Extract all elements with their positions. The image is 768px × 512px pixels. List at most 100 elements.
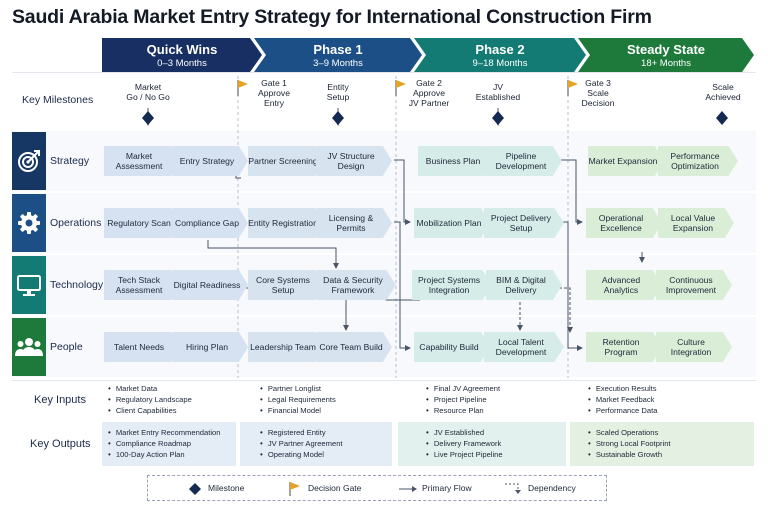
list-item: Operating Model xyxy=(260,450,343,461)
phase-2: Phase 2 9–18 Months xyxy=(414,38,586,72)
milestone-jv-established: JV Established xyxy=(470,82,526,103)
arrow-right-icon xyxy=(399,486,417,492)
list-item: Partner Longlist xyxy=(260,384,336,395)
milestone-line: JV xyxy=(492,82,504,92)
list-item: Delivery Framework xyxy=(426,439,503,450)
step-market-expansion: Market Expansion xyxy=(588,146,664,176)
legend: Milestone Decision Gate Primary Flow Dep… xyxy=(147,475,607,501)
phase-name: Steady State xyxy=(626,42,706,57)
list-item: Scaled Operations xyxy=(588,428,671,439)
milestone-line: Go / No Go xyxy=(126,91,170,102)
phase-quick-wins: Quick Wins 0–3 Months xyxy=(102,38,262,72)
list-item: Final JV Agreement xyxy=(426,384,500,395)
milestone-market-go: Market Go / No Go xyxy=(118,82,178,103)
key-outputs-label: Key Outputs xyxy=(30,438,91,450)
phase-1: Phase 1 3–9 Months xyxy=(254,38,422,72)
list-item: Financial Model xyxy=(260,406,336,417)
phase-duration: 18+ Months xyxy=(641,58,691,69)
step-talent-needs: Talent Needs xyxy=(104,332,180,362)
legend-primary-flow: Primary Flow xyxy=(422,483,472,493)
gate-3-label: Gate 3 Scale Decision xyxy=(576,78,620,109)
milestones-row xyxy=(12,72,756,128)
flag-icon xyxy=(289,482,300,496)
phase-duration: 0–3 Months xyxy=(157,58,207,69)
gate-2-label: Gate 2 Approve JV Partner xyxy=(404,78,454,109)
gate-line: Entry xyxy=(263,97,285,108)
step-hiring-plan: Hiring Plan xyxy=(172,332,248,362)
gate-1-label: Gate 1 Approve Entry xyxy=(250,78,298,109)
list-item: Legal Requirements xyxy=(260,395,336,406)
step-leadership-team: Leadership Team xyxy=(248,332,324,362)
gate-line: Gate 2 xyxy=(416,78,442,88)
step-continuous-improvement: Continuous Improvement xyxy=(656,270,732,300)
milestone-diamond-icon xyxy=(189,483,201,495)
legend-decision-gate: Decision Gate xyxy=(308,483,362,493)
step-entry-strategy: Entry Strategy xyxy=(172,146,248,176)
step-data-security-framework: Data & Security Framework xyxy=(316,270,396,300)
step-performance-optimization: Performance Optimization xyxy=(658,146,738,176)
key-outputs-phase-2: JV Established Delivery Framework Live P… xyxy=(426,428,503,460)
list-item: Compliance Roadmap xyxy=(108,439,220,450)
target-icon xyxy=(12,132,46,190)
milestone-line: Market xyxy=(134,82,162,92)
lane-name-operations: Operations xyxy=(50,217,102,229)
step-pipeline-development: Pipeline Development xyxy=(486,146,562,176)
step-local-talent-development: Local Talent Development xyxy=(484,332,564,362)
step-culture-integration: Culture Integration xyxy=(656,332,732,362)
key-outputs-phase-1: Registered Entity JV Partner Agreement O… xyxy=(260,428,343,460)
step-market-assessment: Market Assessment xyxy=(104,146,180,176)
step-entity-registration: Entity Registration xyxy=(248,208,324,238)
step-project-systems-integration: Project Systems Integration xyxy=(412,270,492,300)
list-item: 100-Day Action Plan xyxy=(108,450,220,461)
step-tech-stack-assessment: Tech Stack Assessment xyxy=(104,270,180,300)
list-item: Regulatory Landscape xyxy=(108,395,192,406)
phase-name: Phase 1 xyxy=(313,42,363,57)
lane-name-strategy: Strategy xyxy=(50,155,90,167)
list-item: Project Pipeline xyxy=(426,395,500,406)
step-regulatory-scan: Regulatory Scan xyxy=(104,208,180,238)
milestone-line: Scale xyxy=(712,82,734,92)
gate-line: Gate 3 xyxy=(585,78,611,88)
key-inputs-quick-wins: Market Data Regulatory Landscape Client … xyxy=(108,384,192,416)
key-inputs-steady-state: Execution Results Market Feedback Perfor… xyxy=(588,384,658,416)
step-local-value-expansion: Local Value Expansion xyxy=(658,208,734,238)
dependency-arrow-icon xyxy=(505,483,521,494)
phase-steady-state: Steady State 18+ Months xyxy=(578,38,754,72)
legend-dependency: Dependency xyxy=(528,483,576,493)
key-outputs-quick-wins: Market Entry Recommendation Compliance R… xyxy=(108,428,221,461)
milestone-line: Established xyxy=(475,91,521,102)
step-core-team-build: Core Team Build xyxy=(316,332,392,362)
list-item: JV Established xyxy=(426,428,503,439)
people-icon xyxy=(12,318,46,376)
monitor-icon xyxy=(12,256,46,314)
gate-line: Decision xyxy=(581,97,615,108)
list-item: Execution Results xyxy=(588,384,657,395)
page-title: Saudi Arabia Market Entry Strategy for I… xyxy=(12,6,652,28)
list-item: Live Project Pipeline xyxy=(426,450,503,461)
key-inputs-label: Key Inputs xyxy=(34,394,86,406)
phase-duration: 3–9 Months xyxy=(313,58,363,69)
key-outputs-steady-state: Scaled Operations Strong Local Footprint… xyxy=(588,428,671,460)
milestone-line: Entity xyxy=(327,82,349,92)
step-core-systems-setup: Core Systems Setup xyxy=(248,270,324,300)
step-digital-readiness: Digital Readiness xyxy=(172,270,248,300)
step-compliance-gap: Compliance Gap xyxy=(172,208,248,238)
step-capability-build: Capability Build xyxy=(414,332,490,362)
milestone-line: Achieved xyxy=(705,91,741,102)
gate-line: Gate 1 xyxy=(261,78,287,88)
gear-icon xyxy=(12,194,46,252)
step-advanced-analytics: Advanced Analytics xyxy=(586,270,662,300)
key-inputs-phase-1: Partner Longlist Legal Requirements Fina… xyxy=(260,384,336,416)
list-item: Market Data xyxy=(108,384,192,395)
step-business-plan: Business Plan xyxy=(418,146,494,176)
step-project-delivery-setup: Project Delivery Setup xyxy=(484,208,564,238)
key-milestones-label: Key Milestones xyxy=(22,94,94,106)
phase-duration: 9–18 Months xyxy=(472,58,528,69)
step-partner-screening: Partner Screening xyxy=(248,146,324,176)
list-item: Strong Local Footprint xyxy=(588,439,671,450)
gate-line: Approve xyxy=(257,87,290,98)
gate-line: JV Partner xyxy=(408,97,450,108)
list-item: Market Entry Recommendation xyxy=(108,428,221,439)
list-item: Sustainable Growth xyxy=(588,450,671,461)
step-operational-excellence: Operational Excellence xyxy=(586,208,662,238)
